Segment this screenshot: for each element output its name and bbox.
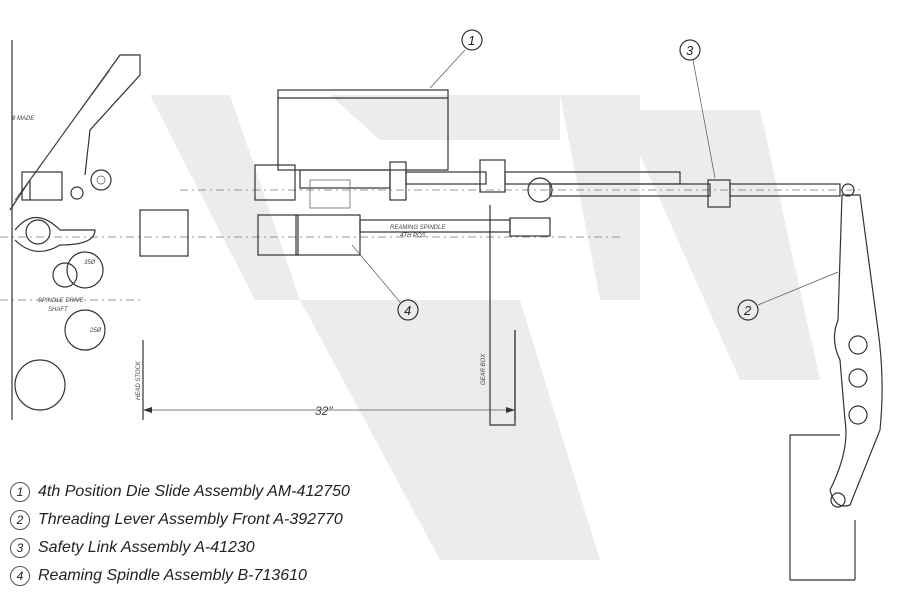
legend-item: 2 Threading Lever Assembly Front A-39277… [10, 506, 430, 534]
legend-item: 1 4th Position Die Slide Assembly AM-412… [10, 478, 430, 506]
rods [359, 159, 855, 237]
callout-3: 3 [679, 39, 716, 179]
label-spindle-drive-2: SHAFT [48, 307, 69, 313]
callout-2: 2 [737, 271, 839, 321]
svg-text:1: 1 [468, 33, 475, 48]
label-position: 4TH POS. [400, 233, 427, 239]
callout-1: 1 [429, 29, 483, 89]
label-dimension: 32" [315, 404, 333, 418]
threading-lever [789, 194, 883, 581]
legend-text: Reaming Spindle Assembly B-713610 [38, 567, 307, 584]
label-gear-b: 25Ø [89, 328, 102, 334]
label-gear-box: GEAR BOX [481, 353, 487, 385]
headstock-linkage [9, 40, 141, 420]
centerlines [0, 189, 860, 301]
legend-number: 1 [10, 482, 30, 502]
callout-4: 4 [351, 244, 419, 321]
svg-text:3: 3 [686, 43, 694, 58]
label-reaming-spindle: REAMING SPINDLE [390, 225, 446, 231]
legend-number: 3 [10, 538, 30, 558]
svg-text:2: 2 [743, 303, 752, 318]
label-head-stock: HEAD STOCK [136, 360, 142, 400]
legend-item: 4 Reaming Spindle Assembly B-713610 [10, 562, 430, 590]
label-spindle-drive-1: SPINDLE DRIVE [38, 298, 85, 304]
legend-text: 4th Position Die Slide Assembly AM-41275… [38, 483, 350, 500]
gear-box-outline [489, 205, 516, 426]
legend-number: 2 [10, 510, 30, 530]
legend-number: 4 [10, 566, 30, 586]
watermark-logo [150, 95, 820, 560]
label-top-left-mark: 8 MADE [12, 116, 35, 122]
legend-item: 3 Safety Link Assembly A-41230 [10, 534, 430, 562]
legend-text: Threading Lever Assembly Front A-392770 [38, 511, 343, 528]
label-gear-a: 35Ø [84, 260, 96, 266]
legend: 1 4th Position Die Slide Assembly AM-412… [10, 478, 430, 590]
svg-text:4: 4 [404, 303, 411, 318]
legend-text: Safety Link Assembly A-41230 [38, 539, 255, 556]
